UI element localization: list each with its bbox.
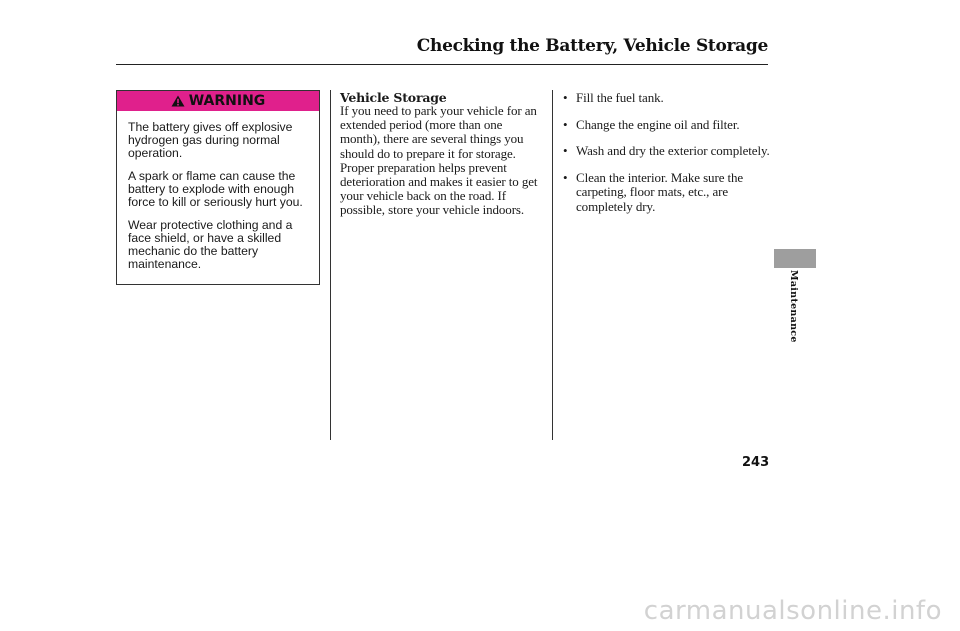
list-item: • Clean the interior. Make sure the carp… <box>563 171 773 214</box>
page-number: 243 <box>742 455 770 470</box>
warning-paragraph: The battery gives off explosive hydrogen… <box>128 120 293 160</box>
vehicle-storage-section: Vehicle Storage If you need to park your… <box>340 91 545 218</box>
warning-triangle-icon <box>171 95 185 107</box>
list-item: • Change the engine oil and filter. <box>563 116 773 132</box>
bullet-icon: • <box>563 116 568 132</box>
page-title: Checking the Battery, Vehicle Storage <box>416 36 769 56</box>
list-item-text: Change the engine oil and filter. <box>576 116 740 132</box>
list-item: • Fill the fuel tank. <box>563 90 773 105</box>
warning-paragraph: A spark or flame can cause the battery t… <box>128 169 303 209</box>
bullet-icon: • <box>563 143 568 159</box>
list-item: • Wash and dry the exterior completely. <box>563 144 773 158</box>
list-item-text: Wash and dry the exterior completely. <box>576 143 770 159</box>
warning-box: WARNING The battery gives off explosive … <box>116 90 320 285</box>
header-rule <box>116 64 768 65</box>
footer-band <box>0 594 960 631</box>
warning-body: The battery gives off explosive hydrogen… <box>117 111 319 271</box>
section-tab-label: Maintenance <box>787 270 801 343</box>
column-divider-right <box>552 90 553 440</box>
watermark: carmanualsonline.info <box>643 596 942 626</box>
warning-header: WARNING <box>117 91 319 111</box>
section-body: If you need to park your vehicle for an … <box>340 103 538 218</box>
column-divider-left <box>330 90 331 440</box>
warning-label: WARNING <box>188 93 266 109</box>
section-tab-marker <box>774 249 816 268</box>
list-item-text: Fill the fuel tank. <box>576 90 664 105</box>
section-tab-text: Maintenance <box>788 270 799 343</box>
section-heading: Vehicle Storage <box>340 90 447 105</box>
list-item-text: Clean the interior. Make sure the carpet… <box>576 170 744 214</box>
warning-paragraph: Wear protective clothing and a face shie… <box>128 218 293 271</box>
bullet-icon: • <box>563 90 568 105</box>
bullet-icon: • <box>563 170 568 186</box>
storage-steps-list: • Fill the fuel tank. • Change the engin… <box>563 90 773 226</box>
